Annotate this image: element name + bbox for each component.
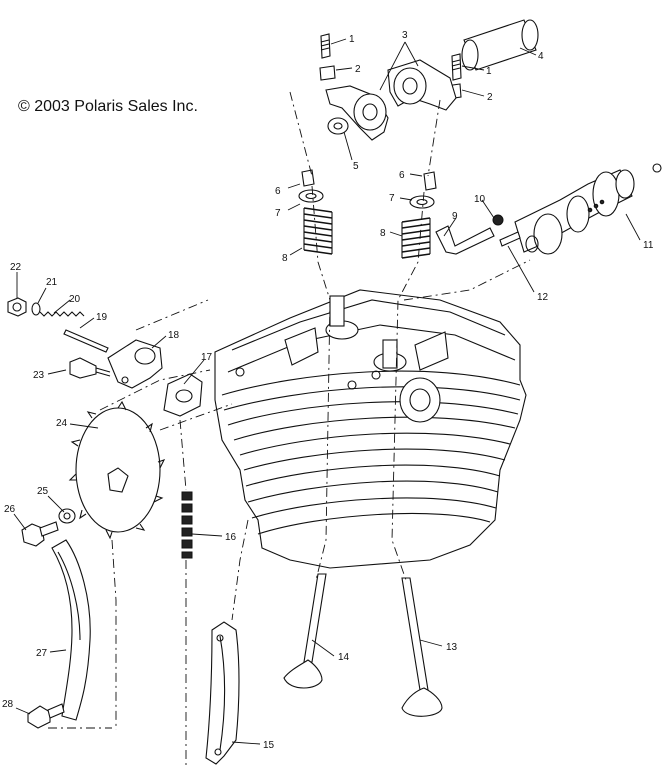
cam-sprocket	[68, 400, 166, 540]
sprocket-bolt	[21, 521, 59, 547]
valve-spring-right	[401, 217, 431, 259]
callout-25: 25	[37, 486, 49, 497]
valve-spring-left	[303, 207, 333, 255]
callout-8-right: 8	[380, 228, 386, 239]
callout-2-right: 2	[487, 92, 493, 103]
locknut-left	[319, 65, 336, 81]
guide-bolt	[27, 703, 65, 729]
callout-6-right: 6	[399, 170, 405, 181]
spring-retainer-right	[409, 195, 435, 209]
chain-tensioner-blade	[205, 621, 240, 765]
callout-1-left: 1	[349, 34, 355, 45]
tensioner-spring	[39, 311, 85, 317]
callout-17: 17	[201, 352, 213, 363]
callout-26: 26	[4, 504, 16, 515]
valve-keeper-right	[423, 171, 437, 191]
tensioner-cap-bolt	[7, 297, 27, 317]
camshaft	[514, 163, 662, 255]
spring-retainer-left	[298, 189, 324, 203]
callout-7-left: 7	[275, 208, 281, 219]
adjusting-screw-right	[451, 53, 462, 81]
callout-8-left: 8	[282, 253, 288, 264]
rocker-arm-left	[325, 85, 389, 141]
callout-10: 10	[474, 194, 486, 205]
chain-guide-front	[51, 539, 91, 721]
callout-28: 28	[2, 699, 14, 710]
rocker-washer	[327, 117, 349, 135]
callout-20: 20	[69, 294, 81, 305]
callout-6-left: 6	[275, 186, 281, 197]
exhaust-valve	[283, 573, 327, 689]
callout-23: 23	[33, 370, 45, 381]
tensioner-o-ring	[31, 302, 41, 316]
intake-valve	[401, 577, 443, 717]
callout-24: 24	[56, 418, 68, 429]
tensioner-bolt	[69, 357, 111, 379]
callout-numbers: 1 1 2 2 3 4 5 6 6 7 7 8 8 9 10 11 12 13 …	[2, 30, 654, 751]
adjusting-screw-left	[320, 33, 331, 59]
decomp-spring	[492, 214, 504, 226]
callout-16: 16	[225, 532, 237, 543]
callout-2-left: 2	[355, 64, 361, 75]
callout-3: 3	[402, 30, 408, 41]
callout-14: 14	[338, 652, 350, 663]
callout-27: 27	[36, 648, 48, 659]
tensioner-body	[107, 339, 163, 389]
callout-12: 12	[537, 292, 549, 303]
callout-18: 18	[168, 330, 180, 341]
decompression-lever	[435, 225, 495, 255]
callout-22: 22	[10, 262, 22, 273]
tensioner-gasket	[163, 373, 203, 417]
leader-lines	[13, 38, 641, 745]
callout-15: 15	[263, 740, 275, 751]
valve-keeper-left	[301, 169, 315, 187]
cylinder-head	[214, 289, 527, 569]
copyright-notice: © 2003 Polaris Sales Inc.	[18, 98, 198, 115]
callout-1-right: 1	[486, 66, 492, 77]
callout-5: 5	[353, 161, 359, 172]
callout-21: 21	[46, 277, 58, 288]
tensioner-plunger	[63, 329, 109, 353]
callout-9: 9	[452, 211, 458, 222]
rocker-arm-right	[387, 59, 457, 111]
callout-4: 4	[538, 51, 544, 62]
callout-13: 13	[446, 642, 458, 653]
callout-7-right: 7	[389, 193, 395, 204]
callout-11: 11	[643, 240, 654, 251]
dowel-pin	[499, 231, 521, 247]
sprocket-washer	[58, 508, 76, 524]
callout-19: 19	[96, 312, 108, 323]
cam-chain	[181, 491, 193, 559]
rocker-shaft	[461, 19, 539, 71]
